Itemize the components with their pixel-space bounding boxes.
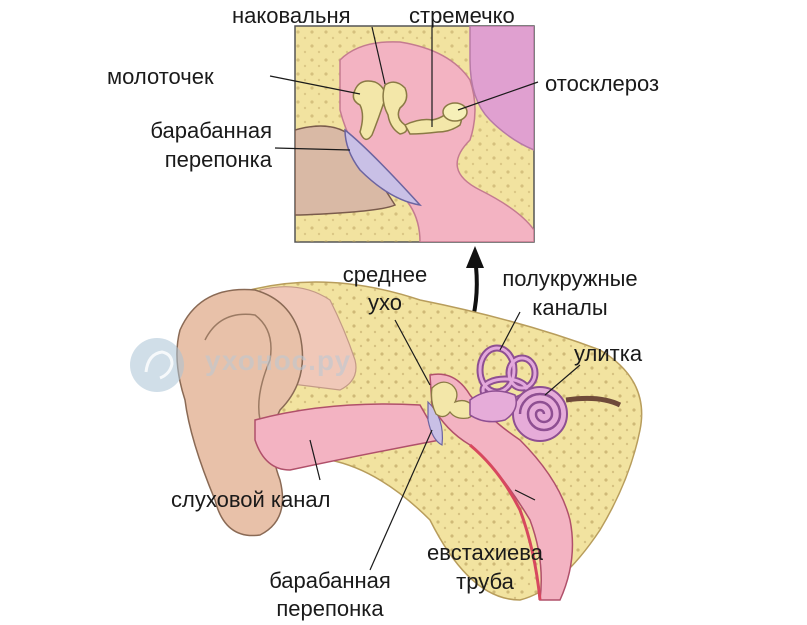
inset-inner-ear <box>469 26 534 151</box>
cochlea <box>512 386 568 442</box>
label-malleus: молоточек <box>107 64 214 89</box>
auditory-nerve <box>565 395 622 408</box>
eustachian-tube <box>469 443 542 601</box>
label-middle-ear-line2: ухо <box>368 290 402 315</box>
inset-otosclerosis-focus <box>442 102 468 122</box>
label-eardrum-top-line2: перепонка <box>164 147 272 172</box>
inset-eardrum <box>344 128 423 207</box>
label-stapes: стремечко <box>409 3 515 28</box>
inset-panel <box>294 25 535 243</box>
label-semicircular-line2: каналы <box>532 295 608 320</box>
auricle-fold <box>204 313 272 421</box>
label-eustachian-line2: труба <box>456 569 514 594</box>
label-eustachian-line1: евстахиева <box>427 540 543 565</box>
inset-malleus <box>352 80 386 141</box>
label-ear-canal: слуховой канал <box>171 487 331 512</box>
label-incus: наковальня <box>232 3 351 28</box>
main-leader-lines <box>309 311 581 571</box>
inset-ear-canal <box>295 125 397 216</box>
label-middle-ear-line1: среднее <box>342 262 428 287</box>
watermark-text: ухонос.ру <box>205 345 352 376</box>
label-semicircular-line1: полукружные <box>502 266 638 291</box>
ear-cross-section <box>176 281 643 601</box>
label-eardrum-bottom-line1: барабанная <box>269 568 391 593</box>
label-eardrum-top-line1: барабанная <box>150 118 272 143</box>
ear-canal <box>254 403 442 471</box>
inset-leader-lines <box>269 26 539 151</box>
label-eardrum-bottom-line2: перепонка <box>276 596 384 621</box>
vestibule <box>469 390 517 423</box>
watermark-logo <box>130 338 184 392</box>
label-otosclerosis: отосклероз <box>545 71 660 96</box>
label-cochlea: улитка <box>574 341 643 366</box>
